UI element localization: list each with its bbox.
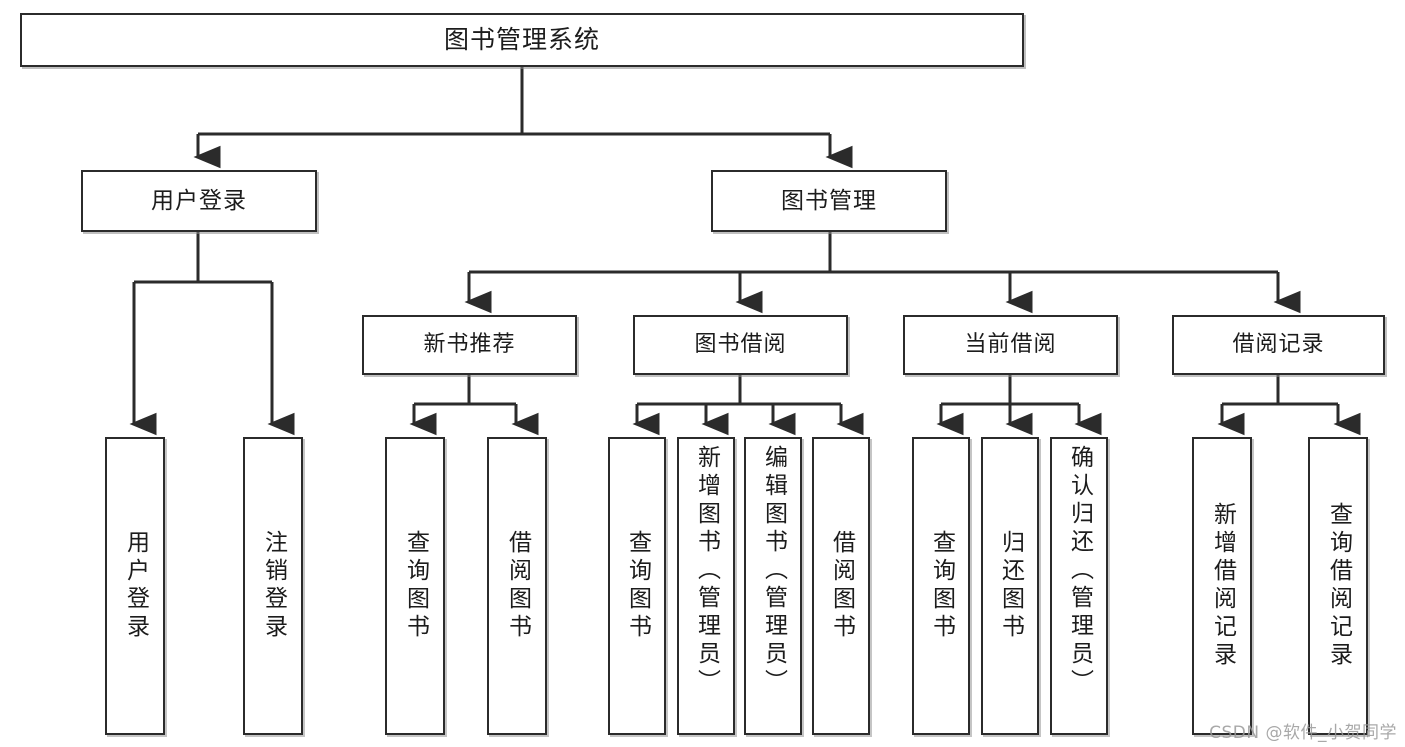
- leaf-current-borrow-confirm-return[interactable]: 确认归还（管理员）: [1050, 437, 1108, 735]
- leaf-label: 新增借阅记录: [1209, 502, 1236, 670]
- leaf-label: 用户登录: [122, 530, 149, 642]
- leaf-label: 归还图书: [997, 530, 1024, 642]
- leaf-new-book-borrow[interactable]: 借阅图书: [487, 437, 547, 735]
- node-book-management[interactable]: 图书管理: [711, 170, 947, 232]
- leaf-label: 编辑图书（管理员）: [760, 445, 787, 697]
- node-book-borrow[interactable]: 图书借阅: [633, 315, 848, 375]
- leaf-label: 注销登录: [260, 530, 287, 642]
- leaf-borrow-record-query[interactable]: 查询借阅记录: [1308, 437, 1368, 735]
- leaf-borrow-record-add[interactable]: 新增借阅记录: [1192, 437, 1252, 735]
- leaf-current-borrow-query[interactable]: 查询图书: [912, 437, 970, 735]
- leaf-label: 查询借阅记录: [1325, 502, 1352, 670]
- leaf-label: 查询图书: [928, 530, 955, 642]
- leaf-label: 确认归还（管理员）: [1066, 445, 1093, 697]
- leaf-current-borrow-return[interactable]: 归还图书: [981, 437, 1039, 735]
- node-root-system[interactable]: 图书管理系统: [20, 13, 1024, 67]
- node-current-borrow[interactable]: 当前借阅: [903, 315, 1118, 375]
- leaf-book-borrow-borrow[interactable]: 借阅图书: [812, 437, 870, 735]
- node-user-login[interactable]: 用户登录: [81, 170, 317, 232]
- leaf-book-borrow-edit[interactable]: 编辑图书（管理员）: [744, 437, 802, 735]
- leaf-label: 借阅图书: [828, 530, 855, 642]
- leaf-book-borrow-add[interactable]: 新增图书（管理员）: [677, 437, 735, 735]
- leaf-new-book-query[interactable]: 查询图书: [385, 437, 445, 735]
- node-new-book-recommend[interactable]: 新书推荐: [362, 315, 577, 375]
- leaf-user-login-login[interactable]: 用户登录: [105, 437, 165, 735]
- node-borrow-record[interactable]: 借阅记录: [1172, 315, 1385, 375]
- leaf-label: 查询图书: [624, 530, 651, 642]
- leaf-label: 新增图书（管理员）: [693, 445, 720, 697]
- leaf-user-login-logout[interactable]: 注销登录: [243, 437, 303, 735]
- leaf-label: 借阅图书: [504, 530, 531, 642]
- csdn-watermark: CSDN @软件_小贺同学: [1209, 723, 1397, 743]
- leaf-label: 查询图书: [402, 530, 429, 642]
- leaf-book-borrow-query[interactable]: 查询图书: [608, 437, 666, 735]
